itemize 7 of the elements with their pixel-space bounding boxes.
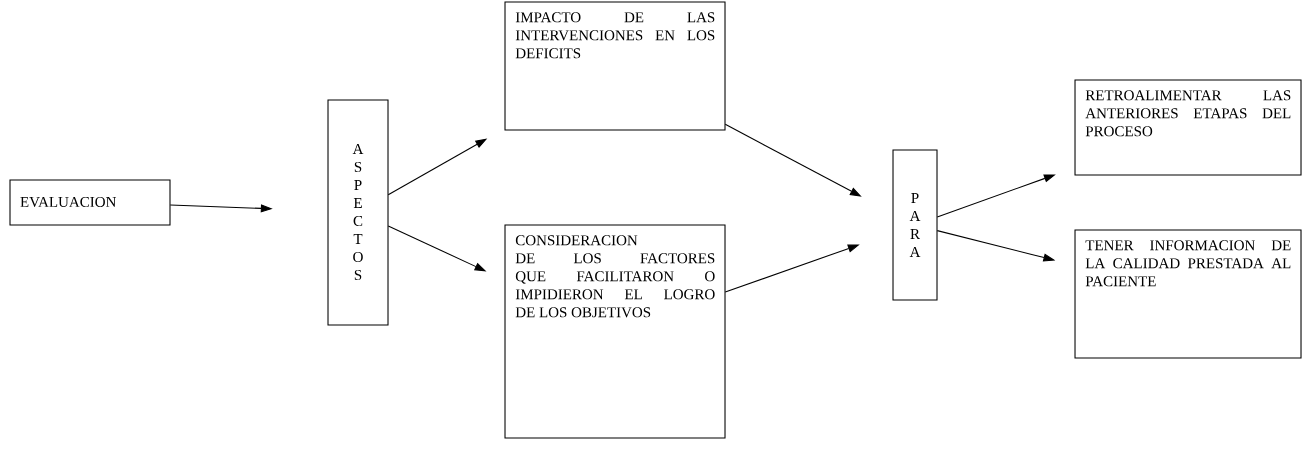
text-box: EVALUACION [9,179,171,226]
letter-column-box: A S P E C T O S [327,99,389,326]
text-box: CONSIDERACION DE LOS FACTORES QUE FACILITARON O IMPIDIERON EL LOGRO DE LOS OBJETIVOS [504,224,726,439]
text-box: IMPACTO DE LAS INTERVENCIONES EN LOS DEFICITS [504,1,726,131]
text-box: RETROALIMENTAR LAS ANTERIORES ETAPAS DEL PROCESO [1074,79,1302,176]
text-box: TENER INFORMACION DE LA CALIDAD PRESTADA AL PACIENTE [1074,229,1302,359]
letter-column-box: P A R A [892,149,938,301]
